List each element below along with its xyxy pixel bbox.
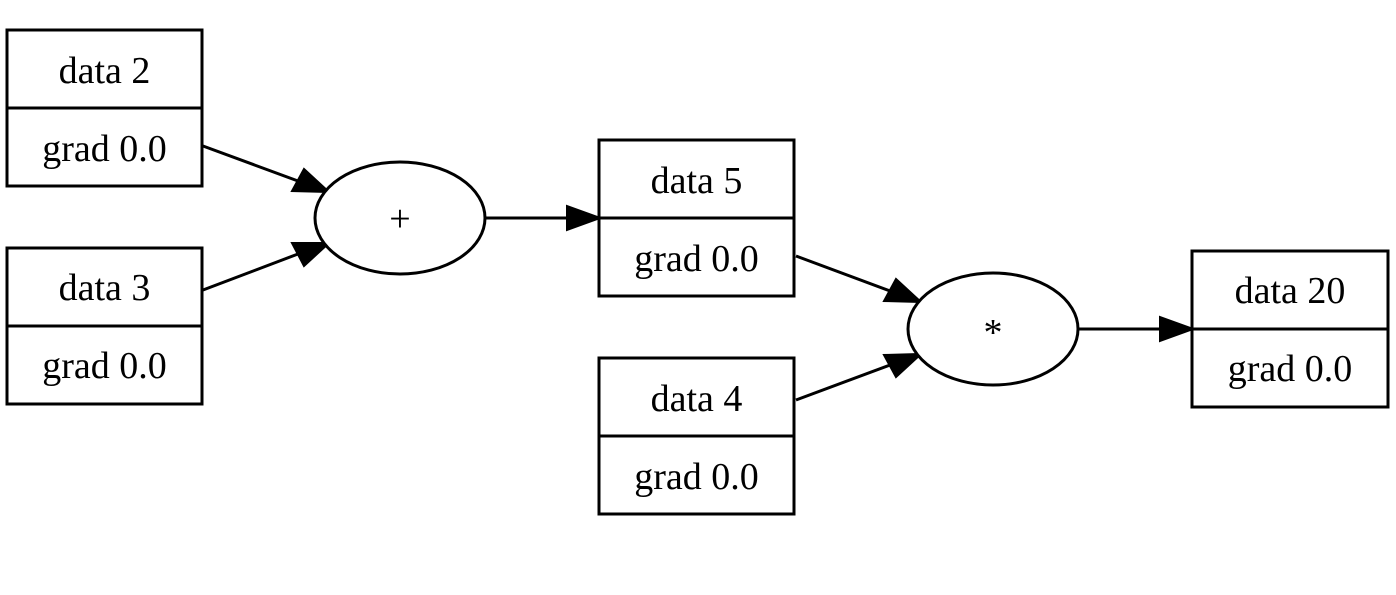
arrowhead-add-to-data5 bbox=[566, 204, 603, 232]
arrowhead-data3-to-add bbox=[290, 242, 332, 268]
node-grad-label: grad 0.0 bbox=[42, 345, 167, 387]
arrowhead-data2-to-add bbox=[290, 167, 332, 194]
edges bbox=[202, 144, 1196, 402]
op-add-label: + bbox=[389, 198, 410, 240]
node-grad-label: grad 0.0 bbox=[1228, 348, 1353, 390]
arrowhead-mul-to-data20 bbox=[1159, 315, 1196, 343]
node-data-label: data 20 bbox=[1235, 270, 1346, 312]
edge-data2-to-add bbox=[202, 144, 299, 183]
node-data-label: data 3 bbox=[59, 267, 151, 309]
value-node-data-2: data 2 grad 0.0 bbox=[5, 28, 204, 188]
edge-data5-to-mul bbox=[795, 254, 891, 293]
node-grad-label: grad 0.0 bbox=[634, 238, 759, 280]
op-node-add: + bbox=[313, 160, 487, 276]
node-data-label: data 5 bbox=[651, 160, 743, 202]
node-data-label: data 2 bbox=[59, 50, 151, 92]
node-data-label: data 4 bbox=[651, 378, 743, 420]
value-node-data-4: data 4 grad 0.0 bbox=[597, 356, 796, 516]
value-node-data-20: data 20 grad 0.0 bbox=[1190, 249, 1390, 409]
node-grad-label: grad 0.0 bbox=[42, 128, 167, 170]
arrowhead-data5-to-mul bbox=[882, 277, 924, 304]
value-node-data-3: data 3 grad 0.0 bbox=[5, 246, 204, 406]
edge-data4-to-mul bbox=[795, 363, 891, 402]
node-grad-label: grad 0.0 bbox=[634, 456, 759, 498]
edge-data3-to-add bbox=[202, 252, 299, 292]
op-node-multiply: * bbox=[906, 271, 1080, 387]
arrowhead-data4-to-mul bbox=[882, 352, 924, 379]
value-node-data-5: data 5 grad 0.0 bbox=[597, 138, 796, 298]
op-multiply-label: * bbox=[984, 312, 1003, 354]
